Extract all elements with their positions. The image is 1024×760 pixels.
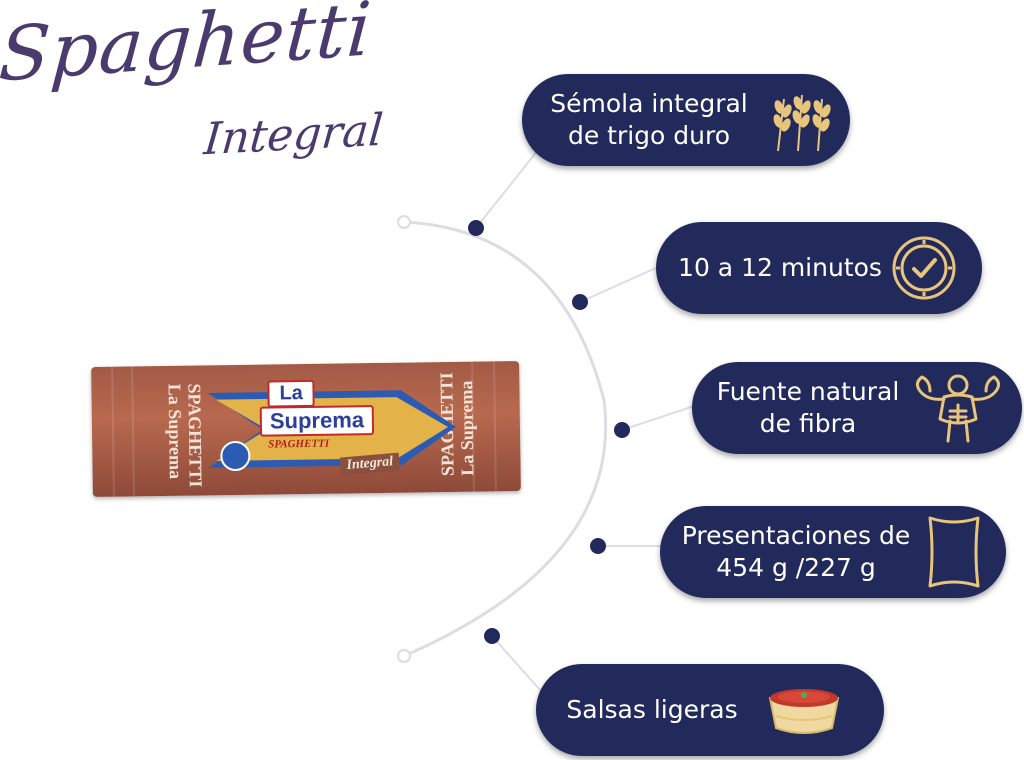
feature-pill-fibra: Fuente natural de fibra [692,362,1022,454]
product-package-image: SPAGHETTI La Suprema SPAGHETTI La Suprem… [91,361,521,497]
package-brand-la: La [267,379,316,408]
wheat-icon [773,94,831,152]
sauce-bowl-icon [768,689,840,734]
package-bag-icon [928,516,980,588]
feature-text-salsas: Salsas ligeras [566,695,738,724]
feature-dot-4 [590,538,606,554]
feature-pill-cooking-time: 10 a 12 minutos [656,222,982,314]
feature-pill-salsas: Salsas ligeras [536,664,884,756]
feature-text-semola: Sémola integral de trigo duro [550,89,748,150]
feature-text-fibra: Fuente natural de fibra [716,377,900,438]
feature-pill-presentaciones: Presentaciones de 454 g /227 g [660,506,1006,598]
feature-dot-1 [468,220,484,236]
feature-text-presentaciones: Presentaciones de 454 g /227 g [681,521,911,582]
package-brand-suprema: Suprema [259,405,375,437]
package-variety: SPAGHETTI [268,437,330,451]
feature-text-cooking-time: 10 a 12 minutos [678,253,882,282]
feature-dot-5 [484,628,500,644]
muscle-torso-icon [915,374,1001,443]
arc-end-finish [397,649,411,663]
feature-pill-semola: Sémola integral de trigo duro [522,74,850,166]
feature-dot-2 [572,294,588,310]
arc-end-start [397,215,411,229]
package-tag: Integral [339,452,400,476]
feature-dot-3 [614,422,630,438]
package-side-text-left: SPAGHETTI La Suprema [164,383,206,488]
clock-check-icon [892,236,956,300]
